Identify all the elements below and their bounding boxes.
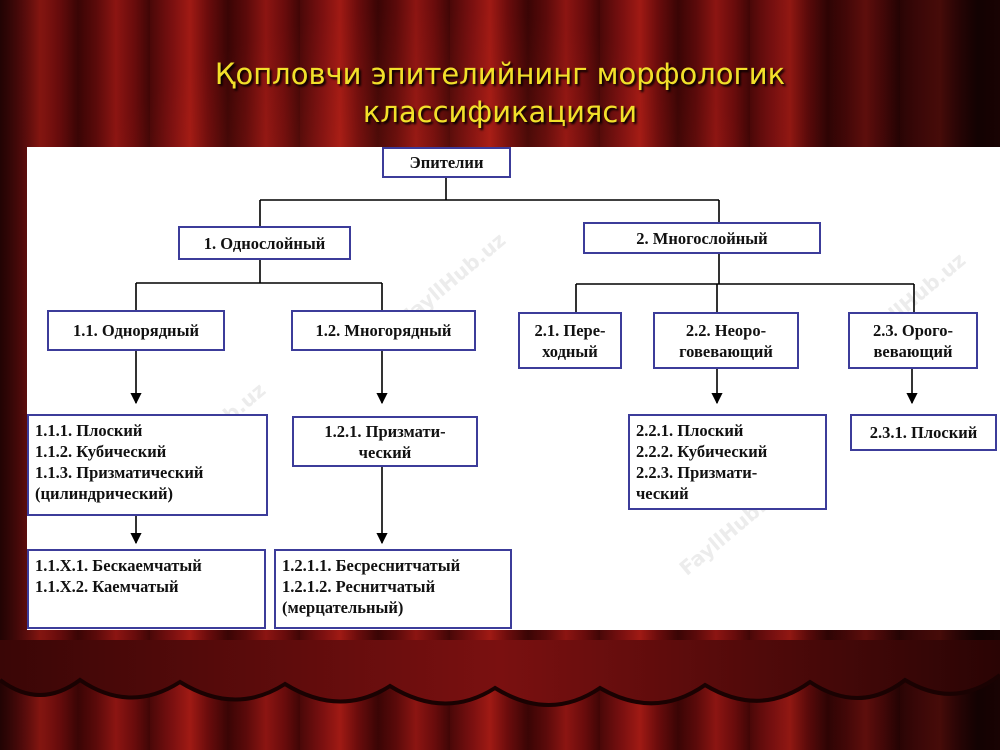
node-multi-row: 1.2. Многорядный	[291, 310, 476, 351]
curtain-valance	[0, 640, 1000, 707]
node-keratinized: 2.3. Орого- вевающий	[848, 312, 978, 369]
node-keratinized-flat: 2.3.1. Плоский	[850, 414, 997, 451]
diagram-panel: FayllHub.uz FayllHub.uz FayllHub.uz Fayl…	[27, 147, 1000, 630]
slide-title: Қопловчи эпителийнинг морфологик классиф…	[214, 57, 786, 129]
node-multi-layer: 2. Многослойный	[583, 222, 821, 254]
node-single-row: 1.1. Однорядный	[47, 310, 225, 351]
node-epithelium: Эпителии	[382, 147, 511, 178]
connector-lines	[130, 178, 918, 545]
node-single-row-types: 1.1.1. Плоский 1.1.2. Кубический 1.1.3. …	[27, 414, 268, 516]
node-transitional: 2.1. Пере- ходный	[518, 312, 622, 369]
node-non-keratinized-types: 2.2.1. Плоский 2.2.2. Кубический 2.2.3. …	[628, 414, 827, 510]
node-non-keratinized: 2.2. Неоро- говевающий	[653, 312, 799, 369]
node-prismatic: 1.2.1. Призмати- ческий	[292, 416, 478, 467]
node-single-layer: 1. Однослойный	[178, 226, 351, 260]
node-single-row-subtypes: 1.1.Х.1. Бескаемчатый 1.1.Х.2. Каемчатый	[27, 549, 266, 629]
node-ciliated-types: 1.2.1.1. Бесреснитчатый 1.2.1.2. Реснитч…	[274, 549, 512, 629]
